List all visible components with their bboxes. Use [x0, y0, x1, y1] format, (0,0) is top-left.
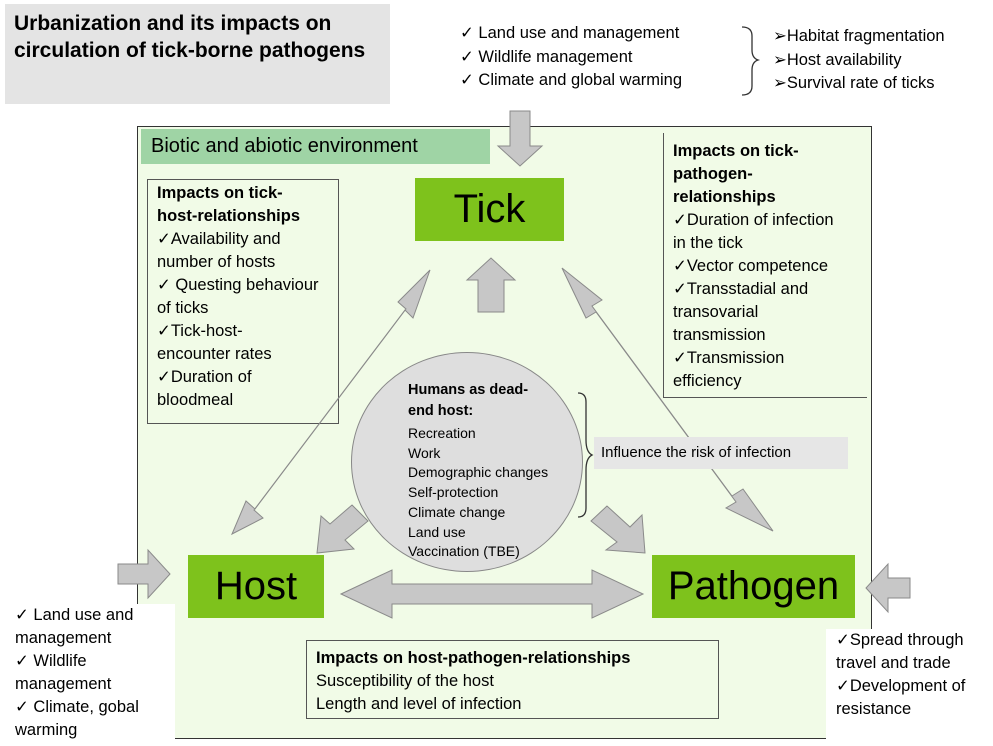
arrow-left-in	[117, 548, 171, 600]
arrow-circle-host	[316, 504, 369, 554]
humans-item: Recreation	[408, 425, 476, 441]
tick-host-item: ✓Tick-host-encounter rates	[157, 322, 272, 363]
top-effect: ➢Survival rate of ticks	[773, 74, 935, 92]
environment-label: Biotic and abiotic environment	[141, 129, 490, 164]
top-factors-list: ✓ Land use and management ✓ Wildlife man…	[460, 22, 682, 93]
tick-host-panel: Impacts on tick-host-relationships ✓Avai…	[147, 179, 339, 424]
tick-node: Tick	[415, 178, 564, 241]
left-factor: ✓ Wildlife management	[15, 652, 112, 693]
right-factors-list: ✓Spread through travel and trade ✓Develo…	[826, 629, 993, 741]
tick-host-item: ✓Duration of bloodmeal	[157, 368, 252, 409]
humans-item: Land use	[408, 523, 466, 540]
top-brace	[741, 26, 761, 96]
top-factor: ✓ Wildlife management	[460, 47, 633, 66]
tick-pathogen-item: ✓Transstadial and transovarial transmiss…	[673, 280, 809, 344]
host-pathogen-item: Length and level of infection	[316, 695, 522, 713]
arrow-host-pathogen	[339, 569, 645, 619]
host-node: Host	[188, 555, 324, 618]
tick-pathogen-item: ✓Transmission efficiency	[673, 349, 785, 390]
tick-host-heading: Impacts on tick-host-relationships	[157, 184, 301, 225]
title-panel	[5, 4, 390, 104]
left-factor: ✓ Climate, gobal warming	[15, 698, 139, 739]
arrow-right-in	[865, 562, 911, 614]
host-pathogen-panel: Impacts on host-pathogen-relationships S…	[306, 640, 719, 719]
humans-item: Self-protection	[408, 484, 499, 501]
top-effects-list: ➢Habitat fragmentation ➢Host availabilit…	[773, 25, 945, 96]
humans-brace	[577, 392, 594, 518]
arrow-circle-pathogen	[590, 505, 646, 554]
pathogen-node: Pathogen	[652, 555, 855, 618]
humans-item: Work	[408, 444, 441, 461]
diagram-title: Urbanization and its impacts on circulat…	[14, 12, 366, 62]
tick-pathogen-item: ✓Vector competence	[673, 257, 829, 275]
right-factor: ✓Development of resistance	[836, 677, 966, 718]
humans-heading: Humans as dead-end host:	[408, 382, 529, 419]
arrow-down-top	[496, 110, 544, 167]
top-factor: ✓ Climate and global warming	[460, 71, 683, 89]
tick-host-item: ✓ Questing behaviour of ticks	[157, 276, 319, 317]
tick-host-item: ✓Availability and number of hosts	[157, 230, 281, 271]
humans-circle	[351, 352, 583, 572]
humans-item: Climate change	[408, 503, 506, 520]
tick-pathogen-item: ✓Duration of infection in the tick	[673, 211, 834, 252]
tick-pathogen-panel: Impacts on tick-pathogen-relationships ✓…	[663, 133, 867, 398]
tick-pathogen-heading: Impacts on tick-pathogen-relationships	[673, 142, 799, 206]
arrow-up-tick	[465, 257, 517, 313]
top-factor: ✓ Land use and management	[460, 24, 680, 42]
humans-list: Humans as dead-end host: Recreation Work…	[408, 380, 598, 562]
humans-item: Demographic changes	[408, 464, 549, 481]
host-pathogen-heading: Impacts on host-pathogen-relationships	[316, 649, 631, 667]
influence-label: Influence the risk of infection	[594, 437, 848, 469]
arrow-tick-pathogen	[561, 267, 774, 532]
top-effect: ➢Habitat fragmentation	[773, 27, 945, 45]
left-factors-list: ✓ Land use and management ✓ Wildlife man…	[5, 604, 175, 744]
host-pathogen-item: Susceptibility of the host	[316, 672, 494, 690]
top-effect: ➢Host availability	[773, 50, 902, 69]
right-factor: ✓Spread through travel and trade	[836, 631, 964, 672]
humans-item: Vaccination (TBE)	[408, 543, 520, 560]
arrow-host-tick	[230, 269, 431, 536]
left-factor: ✓ Land use and management	[15, 606, 134, 647]
